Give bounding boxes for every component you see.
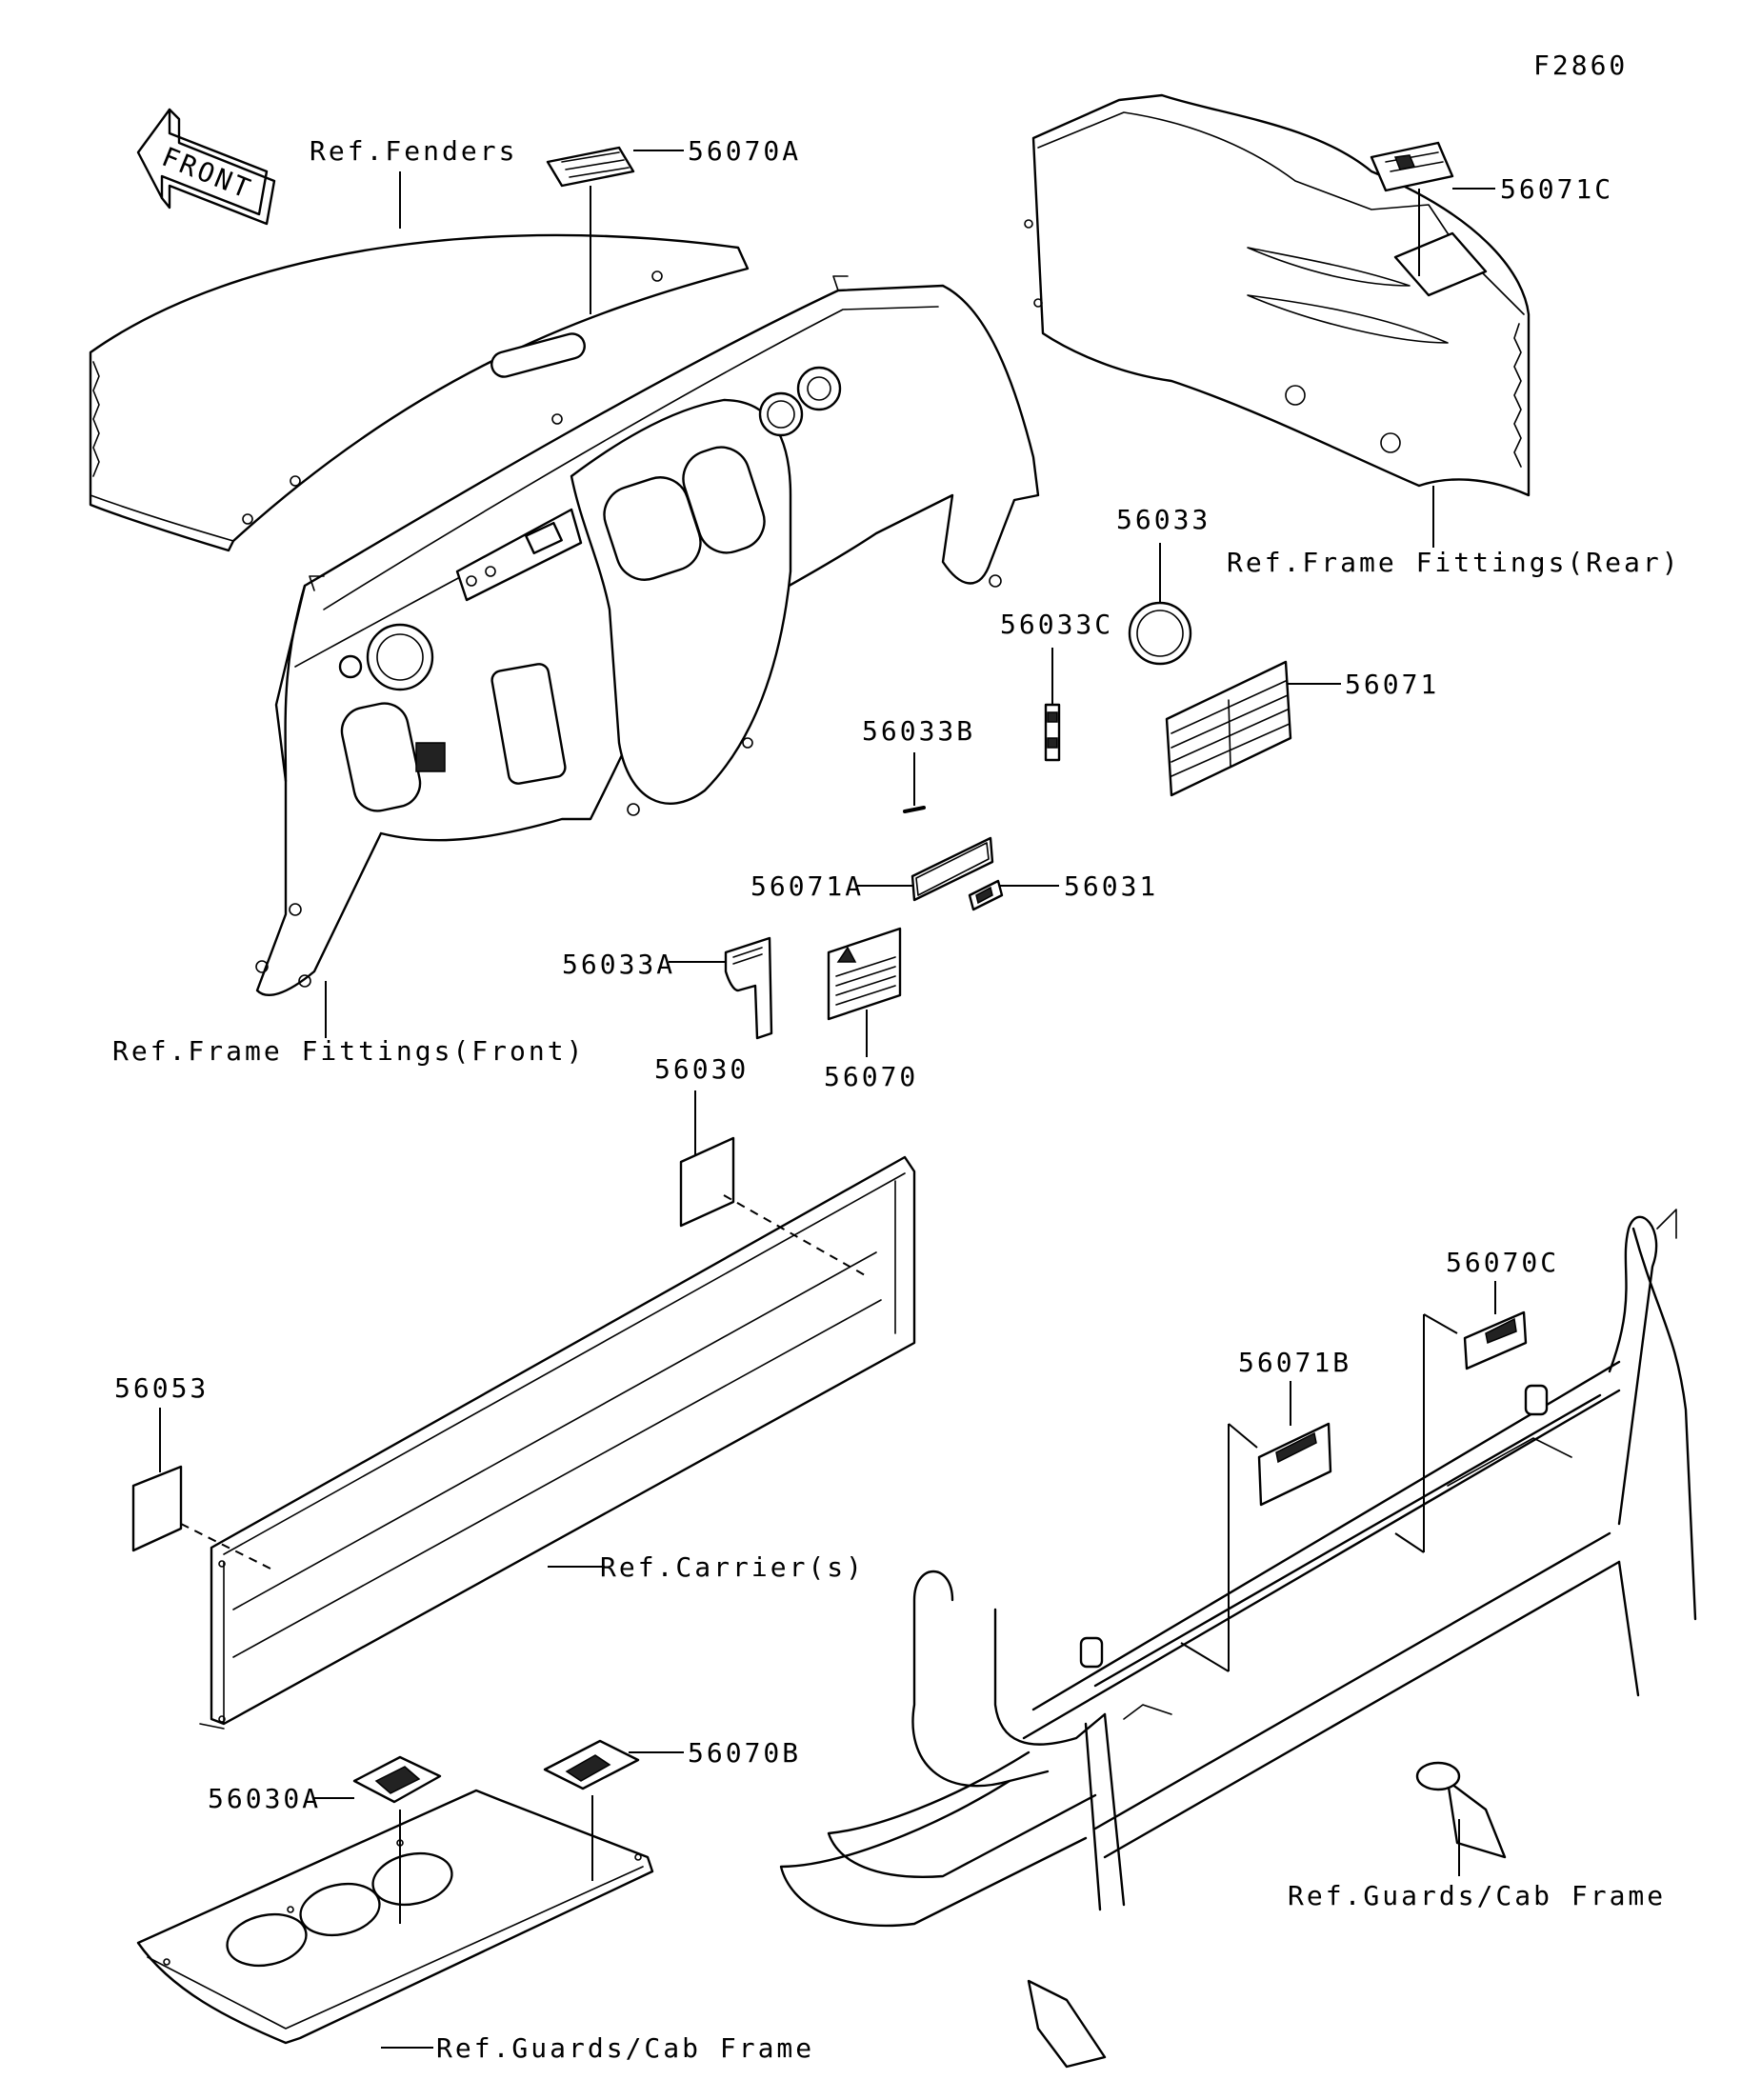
decal-56070B bbox=[543, 1739, 684, 1881]
part-56031: 56031 bbox=[1064, 870, 1158, 902]
part-56030: 56030 bbox=[654, 1053, 749, 1085]
decal-56053 bbox=[131, 1408, 277, 1572]
decal-56030 bbox=[679, 1090, 868, 1277]
decal-56033B bbox=[903, 752, 926, 813]
decal-56033C bbox=[1044, 648, 1061, 762]
part-56071C: 56071C bbox=[1500, 173, 1613, 205]
fender-panel bbox=[89, 233, 750, 552]
ref-fenders: Ref.Fenders bbox=[310, 135, 517, 167]
decal-56033A bbox=[669, 936, 773, 1040]
part-56071: 56071 bbox=[1345, 669, 1439, 700]
decal-56070C bbox=[1394, 1281, 1528, 1553]
decal-56033 bbox=[1128, 543, 1192, 666]
decal-56071B bbox=[1180, 1381, 1332, 1672]
ref-guards-cab-frame-bottom: Ref.Guards/Cab Frame bbox=[436, 2032, 814, 2064]
part-56071B: 56071B bbox=[1238, 1347, 1351, 1378]
decal-56070 bbox=[827, 927, 902, 1057]
ref-frame-fittings-front: Ref.Frame Fittings(Front) bbox=[112, 1035, 585, 1067]
part-56070B: 56070B bbox=[688, 1737, 801, 1769]
decal-56071A bbox=[855, 836, 994, 902]
part-56070: 56070 bbox=[824, 1061, 918, 1092]
part-56071A: 56071A bbox=[750, 870, 864, 902]
part-56033C: 56033C bbox=[1000, 609, 1113, 640]
decal-56071C bbox=[1370, 141, 1495, 276]
ref-frame-fittings-rear: Ref.Frame Fittings(Rear) bbox=[1227, 547, 1681, 578]
front-dash-panel bbox=[255, 275, 1040, 997]
part-56070A: 56070A bbox=[688, 135, 801, 167]
front-arrow-icon: FRONT bbox=[136, 108, 276, 226]
cab-frame bbox=[779, 1209, 1697, 2069]
ref-carriers: Ref.Carrier(s) bbox=[600, 1551, 865, 1583]
carrier-panel bbox=[199, 1155, 916, 1730]
decal-56070A bbox=[546, 146, 684, 314]
decal-56071 bbox=[1165, 660, 1341, 797]
ref-guards-cab-frame-right: Ref.Guards/Cab Frame bbox=[1288, 1880, 1666, 1911]
part-56033B: 56033B bbox=[862, 715, 975, 747]
part-56033A: 56033A bbox=[562, 949, 675, 980]
guard-plate bbox=[136, 1789, 654, 2045]
figure-code: F2860 bbox=[1533, 50, 1628, 81]
part-56033: 56033 bbox=[1116, 504, 1211, 535]
decal-56031 bbox=[968, 879, 1059, 911]
decal-56030A bbox=[312, 1755, 442, 1924]
part-56053: 56053 bbox=[114, 1372, 209, 1404]
part-56030A: 56030A bbox=[208, 1783, 321, 1814]
rear-frame-panel bbox=[1024, 93, 1531, 497]
part-56070C: 56070C bbox=[1446, 1247, 1559, 1278]
